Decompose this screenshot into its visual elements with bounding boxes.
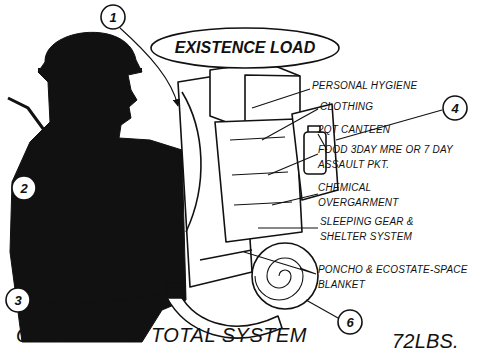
outline bbox=[6, 288, 30, 312]
outline bbox=[443, 96, 467, 120]
outline bbox=[12, 176, 36, 200]
callout-number: 6 bbox=[337, 309, 363, 335]
title-text: EXISTENCE LOAD bbox=[150, 27, 340, 69]
item-label: CLOTHING bbox=[320, 99, 440, 114]
outline bbox=[101, 5, 125, 29]
callout-number: 1 bbox=[100, 4, 126, 30]
item-label: CHEMICAL OVERGARMENT bbox=[318, 180, 428, 210]
item-label: 2QT CANTEEN bbox=[318, 122, 438, 137]
pack-drawing bbox=[166, 62, 338, 338]
helmet-brim bbox=[38, 68, 142, 72]
callout-number: 1 bbox=[100, 4, 126, 30]
title-oval: EXISTENCE LOAD bbox=[150, 27, 340, 69]
callout-number: 3 bbox=[5, 287, 31, 313]
caption: OBJECTIVE · TOTAL SYSTEM bbox=[16, 324, 307, 347]
outline bbox=[151, 28, 339, 68]
item-label: SLEEPING GEAR & SHELTER SYSTEM bbox=[320, 214, 435, 244]
item-label: PERSONAL HYGIENE bbox=[312, 78, 462, 93]
callout-number: 4 bbox=[442, 95, 468, 121]
soldier-silhouette bbox=[10, 32, 186, 342]
callout-number: 2 bbox=[11, 175, 37, 201]
strap bbox=[8, 98, 55, 145]
callout-number: 4 bbox=[442, 95, 468, 121]
callout-number: 6 bbox=[337, 309, 363, 335]
callout-number: 2 bbox=[11, 175, 37, 201]
callout-number: 3 bbox=[5, 287, 31, 313]
outline bbox=[338, 310, 362, 334]
weight-label: 72LBS. bbox=[392, 326, 482, 356]
item-label: PONCHO & ECOSTATE-SPACE BLANKET bbox=[318, 262, 478, 292]
item-label: FOOD 3DAY MRE OR 7 DAY ASSAULT PKT. bbox=[318, 142, 468, 172]
